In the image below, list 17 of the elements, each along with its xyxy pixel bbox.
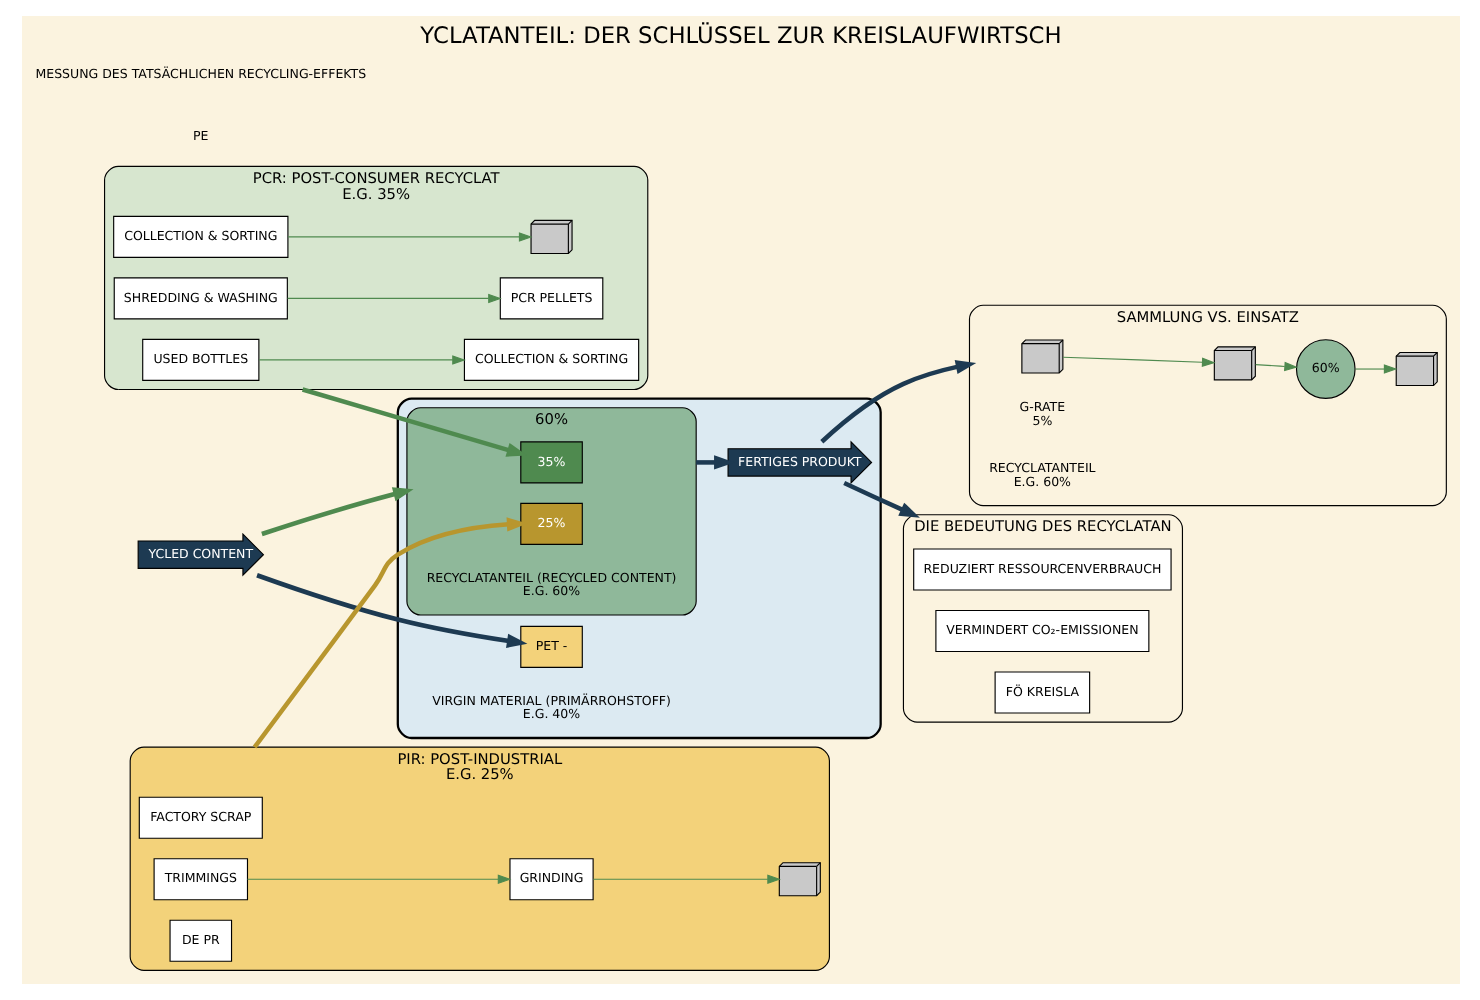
arrow: [286, 232, 532, 242]
arrow: [842, 480, 919, 518]
arrow: [260, 487, 413, 537]
arrow: [245, 874, 511, 884]
arrow: [255, 573, 527, 648]
arrow: [286, 293, 501, 304]
diagram-title: YCLATANTEIL: DER SCHLÜSSEL ZUR KREISLAUFWIRTSCH: [419, 21, 1061, 50]
arrow: [251, 517, 527, 749]
arrow: [819, 359, 976, 444]
arrow: [257, 355, 465, 365]
arrow: [695, 455, 734, 470]
arrow: [591, 874, 780, 884]
arrow: [1061, 356, 1215, 367]
arrow: [1353, 364, 1397, 374]
arrow: [1254, 361, 1297, 372]
cluster: [395, 397, 881, 740]
arrow: [300, 387, 527, 457]
